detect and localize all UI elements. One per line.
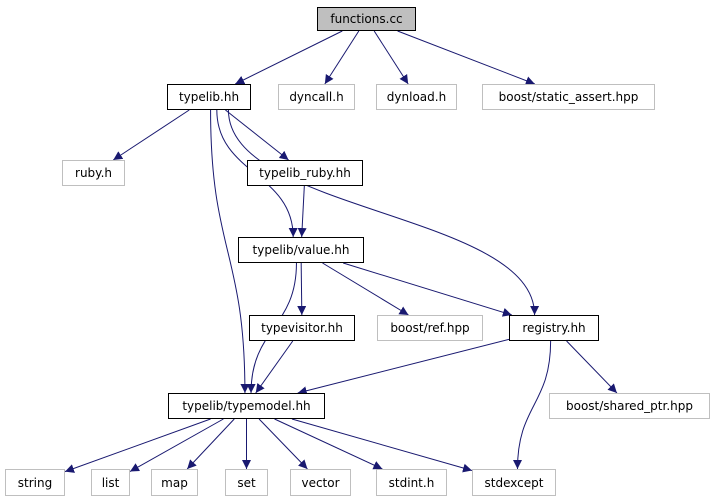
- node-dyncall-h: dyncall.h: [278, 84, 355, 110]
- edge-functions_cc-to-boost_static_assert: [397, 30, 536, 85]
- edge-typelib_hh-to-typelib_ruby_hh: [225, 109, 289, 161]
- edge-typelib_typemodel_hh-to-stdint_h: [274, 418, 383, 470]
- edge-functions_cc-to-dyncall_h: [324, 30, 360, 85]
- edge-functions_cc-to-typelib_hh: [235, 30, 343, 85]
- node-stdint-h: stdint.h: [376, 469, 447, 496]
- edge-registry_hh-to-typelib_typemodel_hh: [297, 338, 510, 396]
- node-map: map: [151, 469, 198, 496]
- node-typevisitor-hh[interactable]: typevisitor.hh: [249, 315, 355, 341]
- node-list: list: [91, 469, 130, 496]
- edge-typelib_typemodel_hh-to-list: [129, 418, 224, 472]
- node-typelib-typemodel-hh[interactable]: typelib/typemodel.hh: [168, 393, 325, 419]
- node-functions-cc[interactable]: functions.cc: [317, 7, 416, 31]
- edge-registry_hh-to-boost_shared_ptr: [566, 340, 618, 394]
- node-boost-static-assert-hpp: boost/static_assert.hpp: [482, 84, 655, 110]
- edge-typelib_hh-to-typelib_typemodel_hh: [210, 109, 250, 394]
- edge-typevisitor_hh-to-typelib_typemodel_hh: [255, 340, 294, 394]
- node-set: set: [225, 469, 268, 496]
- edge-typelib_typemodel_hh-to-string: [64, 418, 211, 473]
- node-dynload-h: dynload.h: [376, 84, 457, 110]
- node-registry-hh[interactable]: registry.hh: [509, 315, 599, 341]
- edge-typelib_hh-to-registry_hh: [227, 109, 540, 316]
- edge-typelib_typemodel_hh-to-map: [186, 418, 235, 470]
- node-typelib-value-hh[interactable]: typelib/value.hh: [238, 237, 364, 263]
- node-typelib-hh[interactable]: typelib.hh: [167, 84, 251, 110]
- node-stdexcept: stdexcept: [472, 469, 556, 496]
- edge-typelib_value_hh-to-boost_ref: [322, 262, 409, 316]
- edge-typelib_hh-to-ruby_h: [112, 109, 190, 161]
- edge-typelib_ruby_hh-to-typelib_value_hh: [297, 185, 307, 238]
- edge-typelib_typemodel_hh-to-stdexcept: [291, 418, 473, 473]
- edge-typelib_typemodel_hh-to-vector: [258, 418, 308, 470]
- edge-typelib_value_hh-to-registry_hh: [343, 262, 512, 317]
- edge-registry_hh-to-stdexcept: [512, 340, 552, 470]
- node-typelib-ruby-hh[interactable]: typelib_ruby.hh: [247, 160, 363, 186]
- edge-functions_cc-to-dynload_h: [373, 30, 409, 85]
- node-boost-shared-ptr-hpp: boost/shared_ptr.hpp: [549, 393, 710, 419]
- node-boost-ref-hpp: boost/ref.hpp: [377, 315, 483, 341]
- node-ruby-h: ruby.h: [62, 160, 125, 186]
- node-string: string: [5, 469, 65, 496]
- node-vector: vector: [290, 469, 351, 496]
- edge-typelib_value_hh-to-typevisitor_hh: [297, 262, 307, 316]
